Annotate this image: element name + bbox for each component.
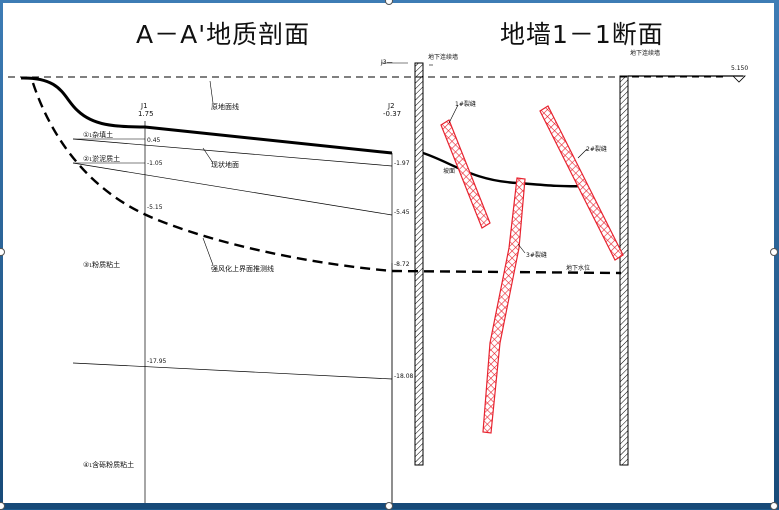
slope-label: 坡面 <box>443 168 456 175</box>
strata-boundary-4 <box>72 362 393 380</box>
stratum-depth-4: -17.95 <box>147 358 167 365</box>
borehole-j1-elevation: 1.75 <box>138 110 154 118</box>
elevation-right-label: 5.150 <box>731 65 749 72</box>
j2-depth-2: -5.45 <box>394 209 410 216</box>
section-title-left: A－A'地质剖面 <box>136 20 311 49</box>
resize-handle-left[interactable] <box>0 248 5 256</box>
bedrock-line-label: 强风化上界面推测线 <box>211 265 274 273</box>
wall-note-left: 地下连续墙 <box>428 54 459 61</box>
elevation-marker-icon <box>732 75 746 83</box>
current-ground-line <box>20 76 393 155</box>
borehole-j2-elevation: -0.37 <box>383 110 402 118</box>
diaphragm-wall-left <box>414 62 424 466</box>
stratum-label-3: ③₁粉质粘土 <box>83 261 121 269</box>
stratum-label-4: ④₁含砾粉质粘土 <box>83 461 135 469</box>
j2-depth-4: -18.08 <box>394 373 414 380</box>
resize-handle-right[interactable] <box>770 248 778 256</box>
diaphragm-wall-right <box>619 75 629 466</box>
drawing-canvas: A－A'地质剖面 地墙1－1断面 <box>3 3 774 503</box>
crack-band-2 <box>539 105 624 261</box>
stratum-label-2: ②₁淤泥质土 <box>83 155 121 163</box>
strata-boundary-1 <box>72 138 393 167</box>
borehole-j1-name: J1 <box>141 102 148 110</box>
crack-2-label: 2#裂缝 <box>586 146 607 153</box>
crack-band-1 <box>440 119 491 229</box>
stratum-label-1: ①₁杂填土 <box>83 131 114 139</box>
groundwater-label: 地下水位 <box>566 265 591 272</box>
wall-note-right: 地下连续墙 <box>630 50 661 57</box>
stratum-depth-1: 0.45 <box>147 137 161 144</box>
crack-3-label: 3#裂缝 <box>526 252 547 259</box>
crack-1-label: 1#裂缝 <box>455 101 476 108</box>
resize-handle-top[interactable] <box>385 0 393 5</box>
section-title-right: 地墙1－1断面 <box>500 20 664 49</box>
bedrock-boundary-line <box>31 82 622 275</box>
j2-depth-1: -1.97 <box>394 160 410 167</box>
borehole-j2-name: J2 <box>388 102 395 110</box>
section-drawing <box>8 62 746 503</box>
j2-depth-3: -8.72 <box>394 261 410 268</box>
stratum-depth-3: -5.15 <box>147 204 163 211</box>
stratum-depth-2: -1.05 <box>147 160 163 167</box>
excavation-slope-line <box>422 151 582 188</box>
strata-boundary-2 <box>72 162 393 216</box>
marker-top-label: J3— <box>381 59 393 66</box>
crack-band-3 <box>482 177 526 434</box>
ground-line-label: 原地面线 <box>211 103 239 111</box>
fill-line-label: 现状地面 <box>211 161 239 169</box>
